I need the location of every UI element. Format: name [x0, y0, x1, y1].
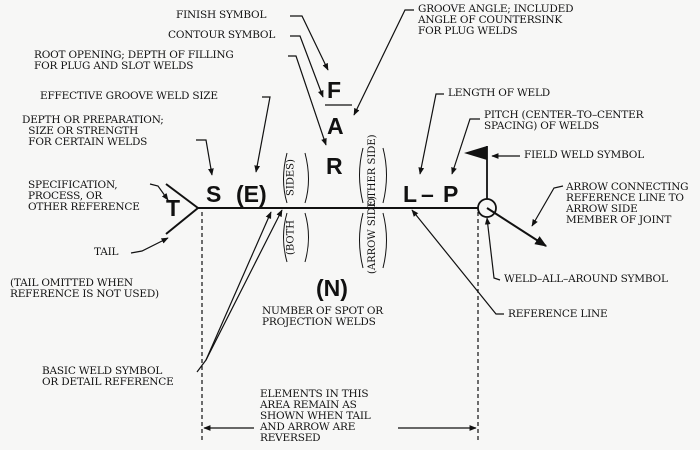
paren-both-bottom-right [304, 212, 309, 263]
letter-p: P [443, 181, 459, 207]
paren-both-bottom-left [283, 212, 288, 263]
label-reference-line: REFERENCE LINE [508, 308, 608, 320]
paren-arrow-right [382, 212, 387, 269]
tail-upper-line [165, 183, 199, 209]
label-basic-weld: BASIC WELD SYMBOL OR DETAIL REFERENCE [42, 365, 174, 388]
letter-t: T [166, 195, 181, 221]
letter-e: (E) [236, 181, 267, 207]
letter-f: F [327, 77, 342, 103]
leader-contour [290, 35, 324, 98]
paren-arrow-left [359, 212, 364, 269]
label-field-weld: FIELD WELD SYMBOL [524, 149, 644, 161]
label-arrow-side: (ARROW SIDE) [367, 196, 378, 274]
leader-groove [353, 9, 414, 116]
letter-l: L [403, 181, 418, 207]
label-depth-preparation: DEPTH OR PREPARATION; SIZE OR STRENGTH F… [22, 114, 164, 148]
leader-effective [254, 96, 271, 173]
leader-arrow-connecting [531, 185, 564, 227]
label-effective-groove: EFFECTIVE GROOVE WELD SIZE [40, 90, 218, 102]
leader-length [418, 93, 444, 175]
leader-basic-weld-2 [205, 211, 272, 361]
paren-both-top-left [283, 152, 288, 204]
label-root-opening: ROOT OPENING; DEPTH OF FILLING FOR PLUG … [34, 49, 234, 72]
label-groove-angle: GROOVE ANGLE; INCLUDED ANGLE OF COUNTERS… [418, 3, 574, 37]
label-length-of-weld: LENGTH OF WELD [448, 87, 550, 99]
label-tail: TAIL [94, 246, 119, 258]
letter-a: A [327, 113, 344, 139]
label-contour-symbol: CONTOUR SYMBOL [168, 29, 276, 41]
label-number-spot: NUMBER OF SPOT OR PROJECTION WELDS [262, 305, 383, 328]
paren-both-top-right [304, 152, 309, 204]
tail-lower-line [165, 207, 199, 235]
label-sides: SIDES) [285, 159, 297, 196]
label-specification: SPECIFICATION, PROCESS, OR OTHER REFEREN… [28, 179, 140, 213]
leader-tail [130, 237, 169, 254]
letter-dash: – [421, 181, 434, 207]
label-finish-symbol: FINISH SYMBOL [176, 9, 267, 21]
letter-r: R [326, 153, 343, 179]
leader-root [288, 55, 327, 146]
leader-spec [149, 183, 169, 201]
leader-weld-all-around [484, 217, 501, 281]
leader-pitch [451, 118, 480, 175]
leader-finish [290, 15, 329, 71]
leader-depth [196, 139, 214, 176]
letter-s: S [206, 181, 222, 207]
label-tail-omitted: (TAIL OMITTED WHEN REFERENCE IS NOT USED… [10, 277, 159, 300]
label-weld-all-around: WELD–ALL–AROUND SYMBOL [504, 273, 668, 285]
paren-other-left [359, 147, 364, 204]
label-arrow-connecting: ARROW CONNECTING REFERENCE LINE TO ARROW… [566, 181, 689, 226]
arrow-line [486, 207, 548, 247]
label-pitch: PITCH (CENTER–TO–CENTER SPACING) OF WELD… [484, 109, 644, 132]
paren-other-right [382, 147, 387, 204]
letter-n: (N) [316, 275, 348, 301]
field-weld-flag [464, 146, 487, 160]
label-elements-area: ELEMENTS IN THIS AREA REMAIN AS SHOWN WH… [260, 388, 371, 444]
label-both: (BOTH [285, 219, 297, 256]
leader-reference-line [411, 209, 504, 315]
leader-basic-weld-1 [196, 209, 283, 373]
